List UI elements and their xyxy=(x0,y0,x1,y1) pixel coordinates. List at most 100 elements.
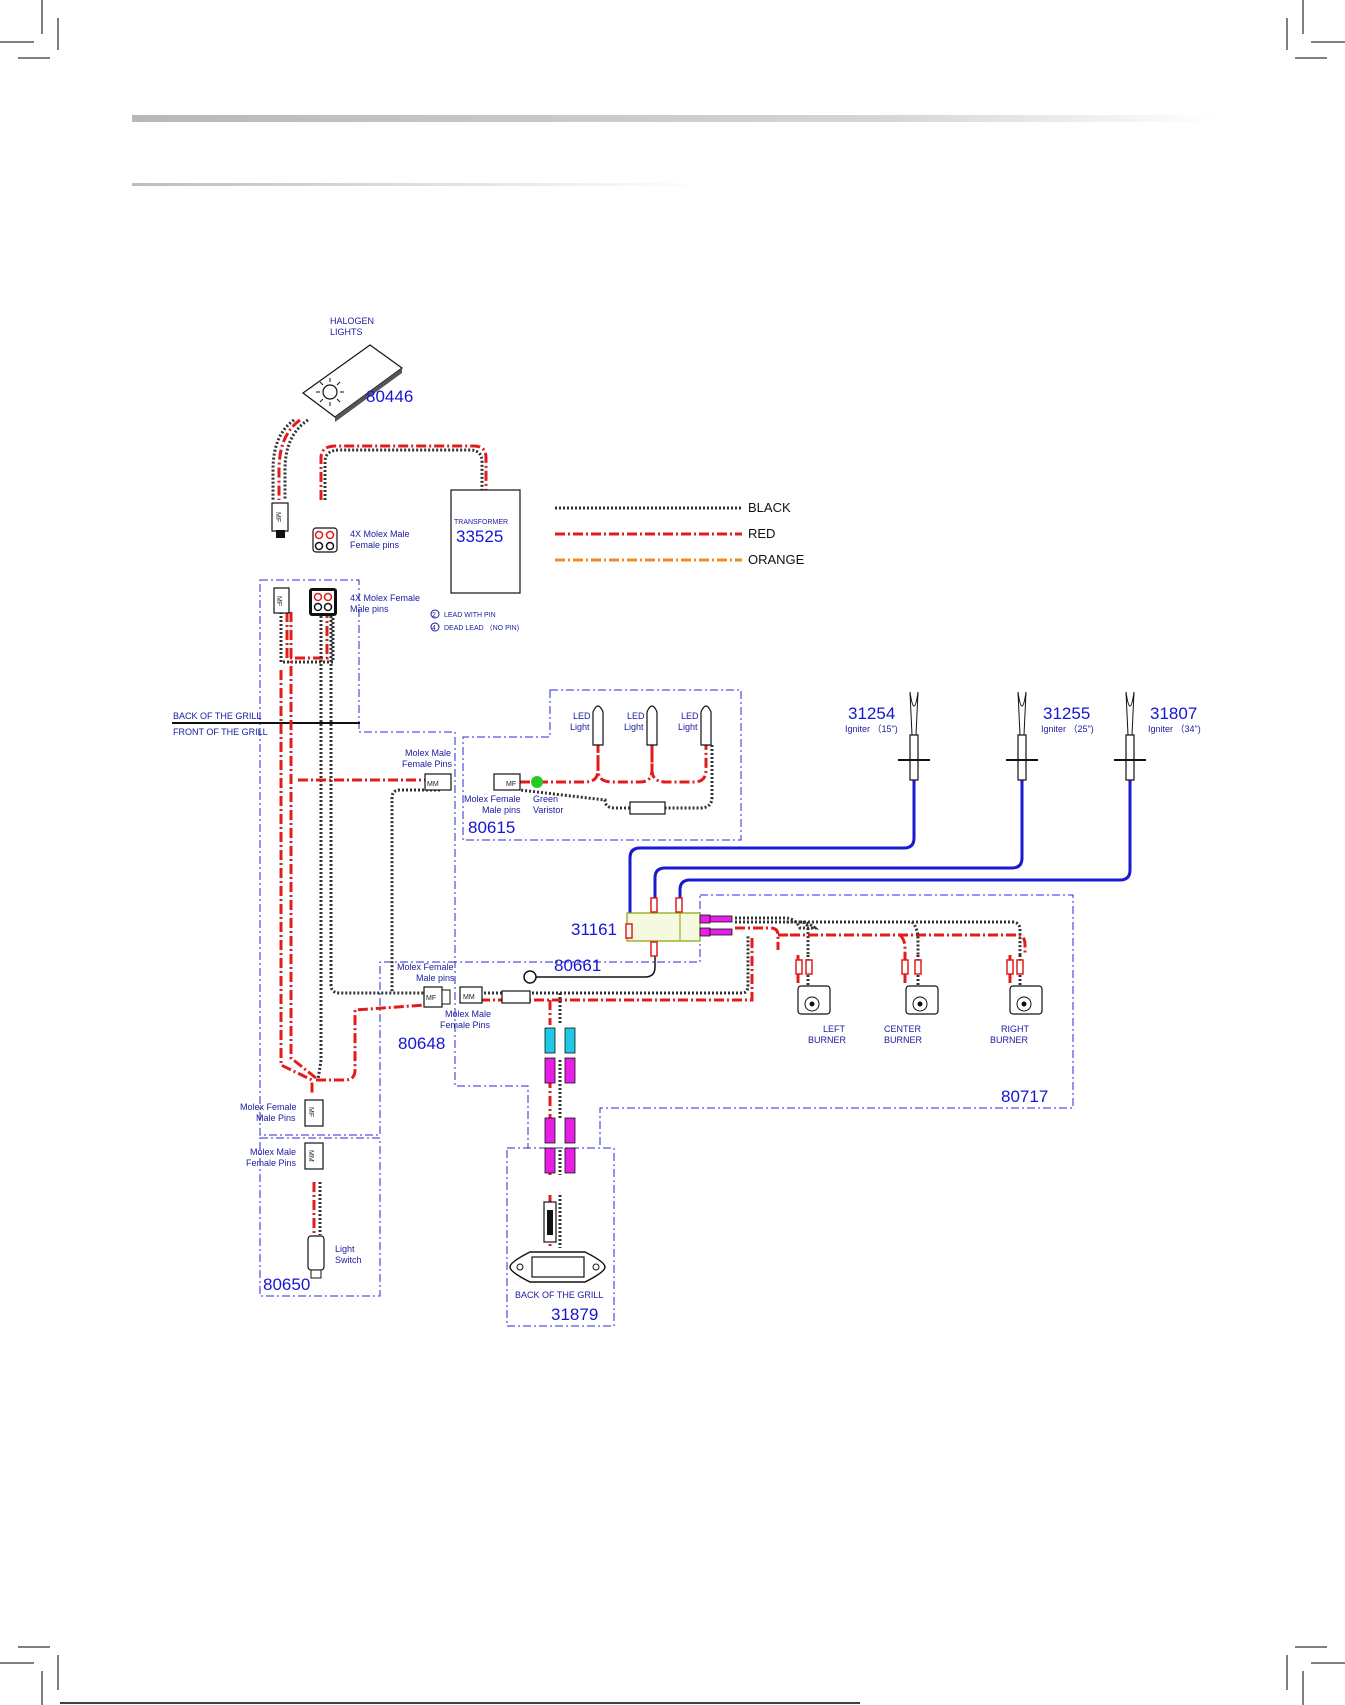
halogen-plug: MF xyxy=(271,502,289,538)
halogen-label-1: HALOGEN xyxy=(330,316,374,326)
group-boxes xyxy=(259,579,1074,1327)
lead-with-pin-mark: 2 xyxy=(432,612,436,619)
front-molex-right-label-2: Female Pins xyxy=(440,1020,491,1030)
led-1-label-2: Light xyxy=(570,722,590,732)
halogen-number: 80446 xyxy=(366,387,413,406)
burner-valve-left xyxy=(795,959,831,1015)
right-burner-label-2: BURNER xyxy=(990,1035,1029,1045)
led-molex-label-1: Molex Female xyxy=(464,794,521,804)
bottom-molex-label-1: Molex Female xyxy=(240,1102,297,1112)
molex-4x-top-label-1: 4X Molex Male xyxy=(350,529,410,539)
led-number: 80615 xyxy=(468,818,515,837)
led-2-label-2: Light xyxy=(624,722,644,732)
molex-mm-upper: MM xyxy=(424,773,452,791)
light-switch-label-2: Switch xyxy=(335,1255,362,1265)
dead-lead-label: DEAD LEAD （NO PIN) xyxy=(444,624,519,632)
transformer xyxy=(450,489,521,594)
battery-fuse xyxy=(543,1201,557,1243)
switch-molex-label-1: Molex Male xyxy=(250,1147,296,1157)
battery-number: 31879 xyxy=(551,1305,598,1324)
led-2-label-1: LED xyxy=(627,711,645,721)
left-burner-label-2: BURNER xyxy=(808,1035,847,1045)
spade-terminals xyxy=(544,1027,576,1174)
igniter-2 xyxy=(1006,691,1038,781)
transformer-label: TRANSFORMER xyxy=(454,519,508,526)
back-of-grill-battery-label: BACK OF THE GRILL xyxy=(515,1290,603,1300)
molex-4x-harness xyxy=(309,588,337,616)
varistor-label-2: Varistor xyxy=(533,805,563,815)
molex-4x-harness-label-1: 4X Molex Female xyxy=(350,593,420,603)
burner-number: 80717 xyxy=(1001,1087,1048,1106)
svg-text:MF: MF xyxy=(274,512,281,522)
right-burner-label-1: RIGHT xyxy=(1001,1024,1030,1034)
light-switch xyxy=(307,1235,325,1279)
harness-mf-connector: MF xyxy=(273,587,290,614)
molex-4x-harness-label-2: Male pins xyxy=(350,604,389,614)
front-molex-left-label-2: Male pins xyxy=(416,973,455,983)
molex-4x-top xyxy=(312,527,338,553)
igniter-2-label: Igniter （25") xyxy=(1041,724,1094,734)
svg-text:MF: MF xyxy=(506,781,516,788)
back-of-grill-label: BACK OF THE GRILL xyxy=(173,711,261,721)
led-fuse xyxy=(629,801,666,815)
halogen-label-2: LIGHTS xyxy=(330,327,363,337)
led-light-2 xyxy=(646,705,658,746)
switch-number: 80650 xyxy=(263,1275,310,1294)
legend-black: BLACK xyxy=(748,500,791,515)
led-mf-connector: MF xyxy=(493,773,521,791)
igniter-1 xyxy=(898,691,930,781)
burner-valve-right xyxy=(1006,959,1043,1015)
ground-number: 80661 xyxy=(554,956,601,975)
header-rule xyxy=(132,183,707,186)
svg-text:MM: MM xyxy=(463,994,475,1001)
svg-text:MF: MF xyxy=(307,1107,314,1117)
svg-text:MF: MF xyxy=(275,596,282,606)
igniter-1-label: Igniter （15") xyxy=(845,724,898,734)
switch-molex-label-2: Female Pins xyxy=(246,1158,297,1168)
molex-mm-upper-label-2: Female Pins xyxy=(402,759,453,769)
front-of-grill-label: FRONT OF THE GRILL xyxy=(173,727,268,737)
led-light-1 xyxy=(592,705,604,746)
battery-holder xyxy=(509,1251,606,1283)
svg-text:MM: MM xyxy=(307,1150,314,1162)
center-burner-label-1: CENTER xyxy=(884,1024,922,1034)
varistor-label-1: Green xyxy=(533,794,558,804)
bottom-molex-label-2: Male Pins xyxy=(256,1113,296,1123)
front-mm-connector: MM xyxy=(459,986,483,1004)
dead-lead-mark: 4 xyxy=(432,625,436,632)
molex-4x-top-label-2: Female pins xyxy=(350,540,400,550)
svg-text:MM: MM xyxy=(427,781,439,788)
light-switch-label-1: Light xyxy=(335,1244,355,1254)
front-molex-left-label-1: Molex Female xyxy=(397,962,454,972)
svg-text:MF: MF xyxy=(426,995,436,1002)
led-molex-label-2: Male pins xyxy=(482,805,521,815)
igniter-2-number: 31255 xyxy=(1043,704,1090,723)
led-1-label-1: LED xyxy=(573,711,591,721)
left-burner-label-1: LEFT xyxy=(823,1024,846,1034)
halogen-light xyxy=(301,344,404,422)
front-mf-connector: MF xyxy=(423,986,451,1008)
bottom-mf-connector: MF xyxy=(304,1099,324,1127)
lead-with-pin-label: LEAD WITH PIN xyxy=(444,612,496,619)
header-bar xyxy=(132,115,1217,122)
led-3-label-1: LED xyxy=(681,711,699,721)
led-3-label-2: Light xyxy=(678,722,698,732)
front-molex-right-label-1: Molex Male xyxy=(445,1009,491,1019)
green-varistor xyxy=(531,776,543,788)
igniter-3-label: Igniter （34") xyxy=(1148,724,1201,734)
module-number: 31161 xyxy=(571,920,617,939)
center-burner-label-2: BURNER xyxy=(884,1035,923,1045)
led-light-3 xyxy=(700,705,712,746)
front-fuse xyxy=(501,990,531,1004)
legend-red: RED xyxy=(748,526,775,541)
wires xyxy=(271,418,1132,1248)
transformer-number: 33525 xyxy=(456,527,503,546)
ground-ring xyxy=(523,970,537,984)
igniter-3 xyxy=(1114,691,1146,781)
spark-module xyxy=(625,897,733,957)
legend-orange: ORANGE xyxy=(748,552,805,567)
burner-valve-center xyxy=(901,959,939,1015)
molex-mm-upper-label-1: Molex Male xyxy=(405,748,451,758)
